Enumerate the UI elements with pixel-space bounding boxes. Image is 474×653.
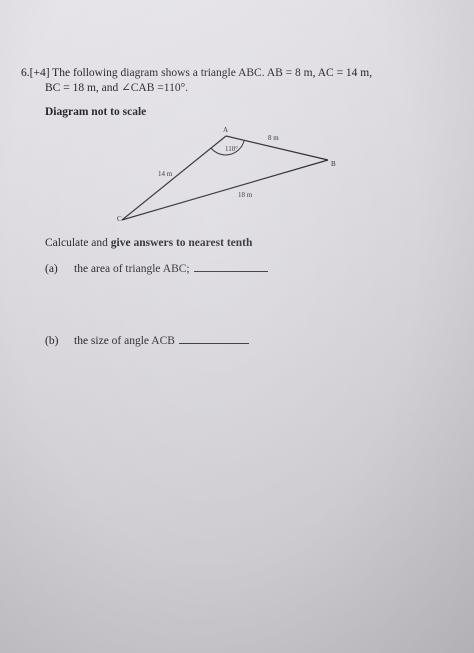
angle-a-label: 110° [225,145,238,153]
side-ab-label: 8 m [268,134,279,142]
part-a: (a) the area of triangle ABC; [45,262,268,275]
part-b-answer-blank[interactable] [178,334,249,344]
vertex-c-label: C [117,215,122,223]
vertex-a-label: A [223,126,228,134]
part-b-text: the size of angle ACB [74,335,175,347]
question-text-line-1: 6.[+4] The following diagram shows a tri… [21,67,373,79]
side-ac-line [121,135,227,221]
side-ac-label: 14 m [158,170,173,178]
part-b: (b) the size of angle ACB [45,334,249,347]
part-a-text: the area of triangle ABC; [74,263,190,275]
triangle-diagram: A B C 8 m 14 m 18 m 110° [117,126,336,223]
side-bc-label: 18 m [238,191,253,199]
instruction-text: Calculate and give answers to nearest te… [45,237,252,249]
vertex-b-label: B [331,160,336,168]
instruction-emphasis: give answers to nearest tenth [110,237,253,249]
instruction-prefix: Calculate and [45,237,111,249]
side-ab-line [225,135,329,161]
part-a-letter: (a) [45,263,58,275]
diagram-caption: Diagram not to scale [45,106,147,118]
side-bc-line [121,159,329,221]
part-b-letter: (b) [45,335,59,347]
part-a-answer-blank[interactable] [193,262,268,272]
angle-a-arc [210,140,245,156]
question-text-line-2: BC = 18 m, and ∠CAB =110°. [45,82,189,94]
